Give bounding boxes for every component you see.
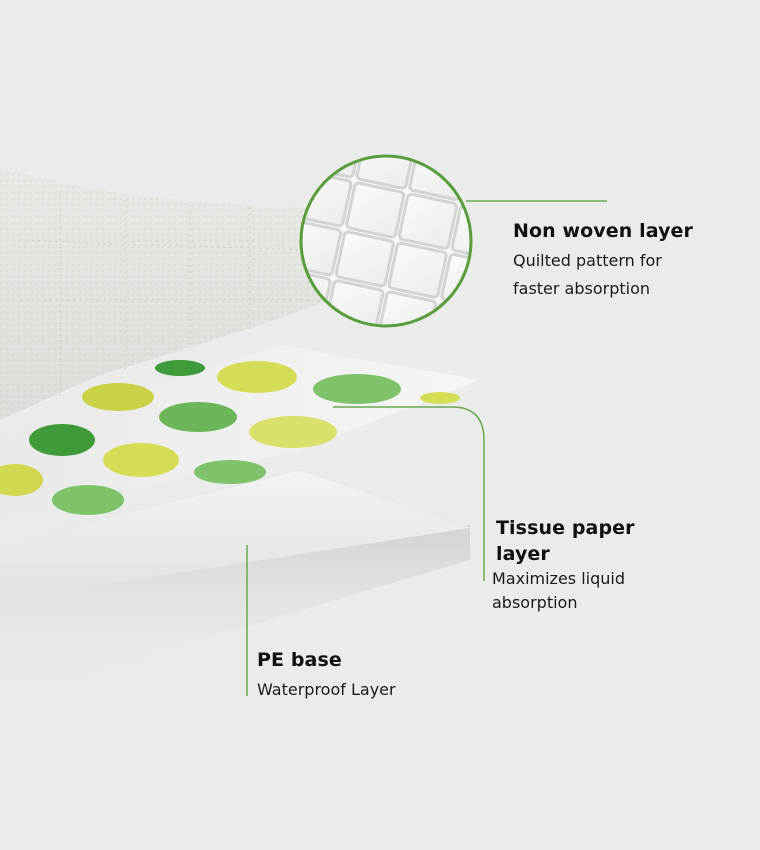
layer-title: Non woven layer (513, 220, 694, 242)
layer-title-line-1: Tissue paper (496, 517, 635, 539)
label-tissue-paper-layer: Tissue paper layer (496, 516, 635, 566)
layer-description-line-1: Quilted pattern for (513, 251, 662, 270)
label-pe-base: PE base Waterproof Layer (257, 648, 396, 702)
layer-description-line-1: Maximizes liquid (492, 569, 626, 588)
layer-title: PE base (257, 649, 342, 671)
label-non-woven-layer: Non woven layer Quilted pattern for fast… (513, 219, 693, 301)
tissue-paper-layer (0, 345, 480, 520)
layer-description-line-2: faster absorption (513, 279, 651, 298)
layer-description-line-1: Waterproof Layer (257, 680, 396, 699)
layer-description-line-2: absorption (492, 593, 578, 612)
layer-title-line-2: layer (496, 543, 550, 565)
tissue-paper-leader-line (333, 406, 485, 581)
label-tissue-paper-description: Maximizes liquid absorption (492, 567, 625, 615)
non-woven-layer (0, 168, 330, 420)
quilted-grid-magnifier-icon (299, 154, 473, 328)
